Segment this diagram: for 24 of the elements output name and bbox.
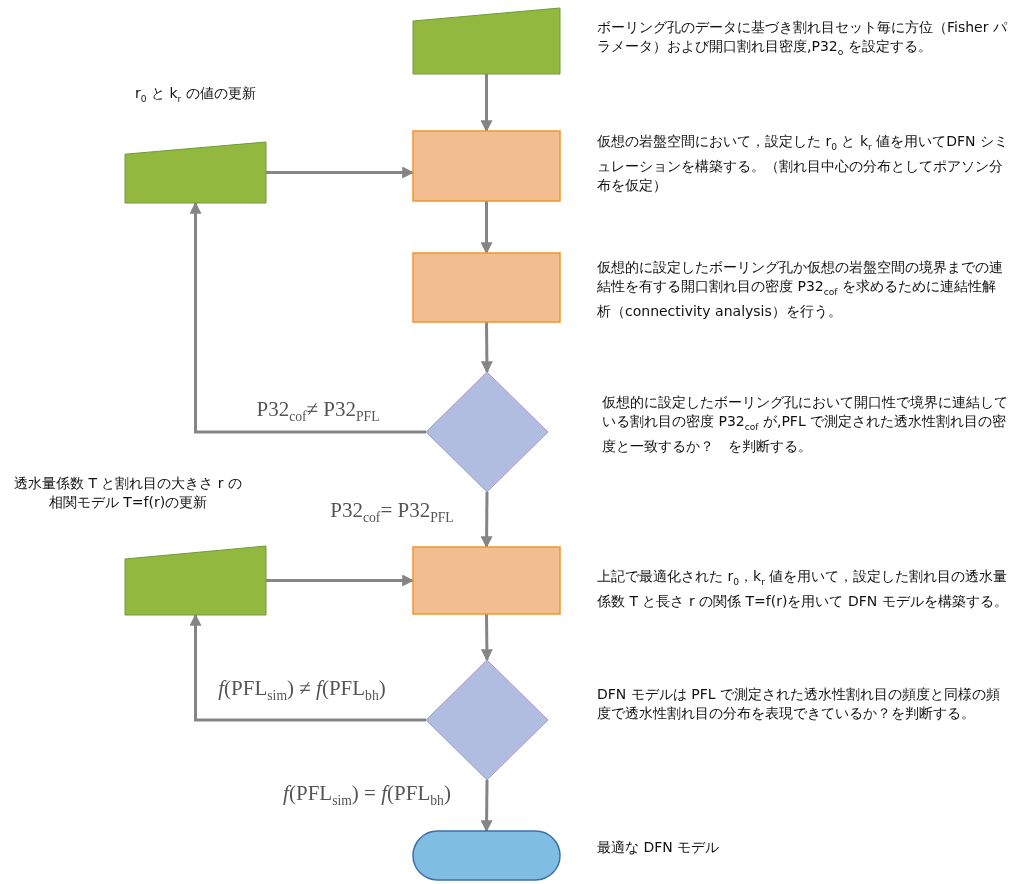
terminal-shape bbox=[413, 831, 560, 880]
manual-input-shape bbox=[413, 8, 560, 74]
manual-input-shape bbox=[125, 546, 266, 615]
process-box bbox=[413, 547, 560, 614]
step-description: ボーリング孔のデータに基づき割れ目セット毎に方位（Fisher パラメータ）および開口割れ目密度,P32$_{o}$ を設定する。 bbox=[597, 18, 1008, 59]
step-description: 最適な DFN モデル bbox=[597, 838, 721, 857]
decision-diamond bbox=[426, 372, 548, 492]
arrow bbox=[480, 74, 493, 133]
step-description: r$_{0}$ と k$_{r}$ の値の更新 bbox=[135, 84, 257, 106]
arrow bbox=[480, 614, 493, 662]
step-description: 上記で最適化された r$_{0}$，k$_{r}$ 値を用いて，設定した割れ目の透水量係数 T と長さ r の関係 T=f(r)を用いて DFN モデルを構築する。 bbox=[597, 567, 1009, 611]
arrow bbox=[480, 322, 493, 374]
decision-diamond bbox=[426, 660, 548, 780]
arrow bbox=[480, 201, 493, 255]
process-box bbox=[413, 131, 560, 201]
step-description: 仮想的に設定したボーリング孔か仮想の岩盤空間の境界までの連結性を有する開口割れ目の密度 P32$_{cof}$ を求めるために連結性解析（connectivity analysis）を行う。 bbox=[597, 258, 1004, 321]
step-description: 仮想の岩盤空間において，設定した r$_{0}$ と k$_{r}$ 値を用いてDFN シミュレーションを構築する。（割れ目中心の分布としてポアソン分布を仮定） bbox=[597, 132, 1009, 195]
arrow bbox=[480, 780, 493, 833]
step-description: DFN モデルは PFL で測定された透水性割れ目の頻度と同様の頻度で透水性割れ目の分布を表現できているか？を判断する。 bbox=[597, 685, 1001, 723]
process-box bbox=[413, 253, 560, 322]
arrow bbox=[480, 492, 493, 549]
step-description: 透水量係数 T と割れ目の大きさ r の相関モデル T=f(r)の更新 bbox=[12, 474, 244, 512]
manual-input-shape bbox=[125, 142, 266, 203]
step-description: 仮想的に設定したボーリング孔において開口性で境界に連結している割れ目の密度 P32$_{cof}$ が,PFL で測定された透水性割れ目の密度と一致するか？ を判断する。 bbox=[602, 393, 1009, 456]
